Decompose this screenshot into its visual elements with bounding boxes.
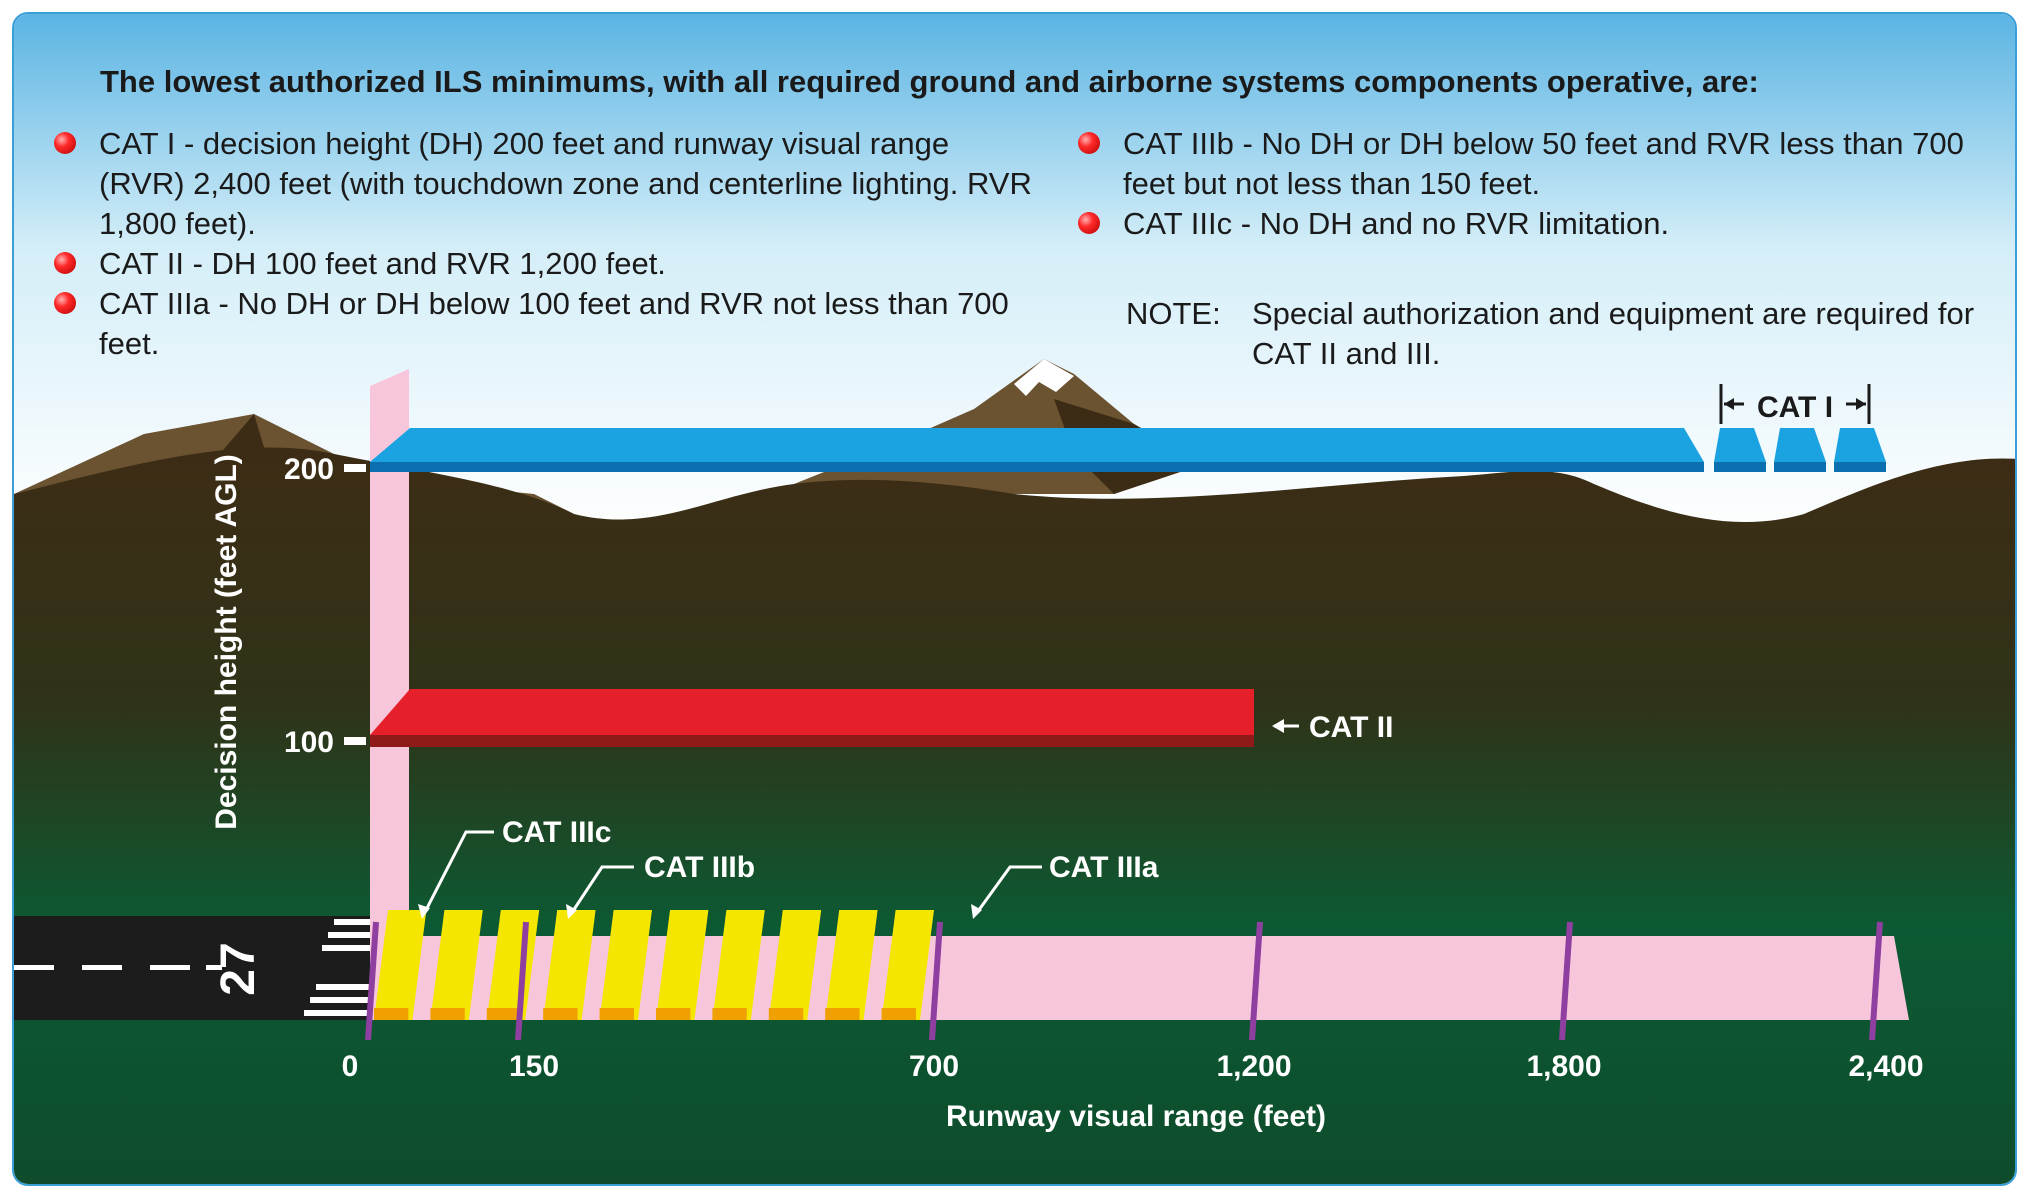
x-tick-label: 150 bbox=[509, 1050, 559, 1083]
bullet-cat3a: CAT IIIa - No DH or DH below 100 feet an… bbox=[14, 284, 1034, 364]
bullet-cat3b: CAT IIIb - No DH or DH below 50 feet and… bbox=[1038, 124, 1998, 204]
bullet-list-left: CAT I - decision height (DH) 200 feet an… bbox=[14, 124, 1034, 364]
runway-number: 27 bbox=[212, 942, 265, 995]
cat3-stripe bbox=[599, 910, 652, 1020]
bullet-cat3c: CAT IIIc - No DH and no RVR limitation. bbox=[1038, 204, 1998, 244]
bullet-list-right: CAT IIIb - No DH or DH below 50 feet and… bbox=[1038, 124, 1998, 244]
cat3-stripe-shadow bbox=[881, 1008, 916, 1020]
cat2-arrow bbox=[1272, 719, 1299, 733]
bullet-dot-icon bbox=[54, 292, 76, 314]
cat3-stripe bbox=[881, 910, 934, 1020]
cat3-stripe bbox=[374, 910, 427, 1020]
cat3a-label: CAT IIIa bbox=[1049, 851, 1159, 884]
cat3-stripe-shadow bbox=[712, 1008, 747, 1020]
cat1-bar-edge bbox=[370, 462, 1704, 472]
mountain-snowcap bbox=[1014, 359, 1074, 396]
cat1-bar-segment bbox=[1834, 428, 1886, 462]
rvr-marker-line bbox=[515, 921, 529, 1041]
bullet-dot-icon bbox=[54, 252, 76, 274]
ils-minimums-diagram: 27 200 100 0 150 700 1,200 1,800 2,400 CAT I CA… bbox=[14, 14, 2015, 1184]
cat3-stripe-shadow bbox=[656, 1008, 691, 1020]
rvr-marker-line bbox=[1249, 921, 1263, 1041]
diagram-frame: 27 200 100 0 150 700 1,200 1,800 2,400 CAT I CA… bbox=[12, 12, 2017, 1186]
cat3-stripe-shadow bbox=[430, 1008, 465, 1020]
cat3-leaders bbox=[418, 830, 1042, 919]
bullet-dot-icon bbox=[1078, 212, 1100, 234]
cat3-stripe-shadow bbox=[543, 1008, 578, 1020]
rvr-zone bbox=[370, 936, 1909, 1020]
chart-marks: 200 100 0 150 700 1,200 1,800 2,400 bbox=[284, 428, 1924, 1083]
threshold-markings bbox=[304, 919, 374, 1016]
bullet-cat1: CAT I - decision height (DH) 200 feet an… bbox=[14, 124, 1034, 244]
cat2-label: CAT II bbox=[1309, 711, 1393, 744]
y-axis-label: Decision height (feet AGL) bbox=[210, 454, 243, 830]
cat1-bar-segment bbox=[1774, 428, 1826, 462]
y-tick-label: 100 bbox=[284, 726, 334, 759]
bullet-cat2: CAT II - DH 100 feet and RVR 1,200 feet. bbox=[14, 244, 1034, 284]
headline: The lowest authorized ILS minimums, with… bbox=[100, 64, 1759, 99]
cat1-label: CAT I bbox=[1757, 391, 1833, 424]
x-tick-label: 0 bbox=[342, 1050, 359, 1083]
vertical-zone bbox=[370, 369, 409, 1020]
rvr-marker-line bbox=[929, 921, 943, 1041]
cat3c-label: CAT IIIc bbox=[502, 816, 611, 849]
cat3-stripe bbox=[656, 910, 709, 1020]
y-tick-label: 200 bbox=[284, 453, 334, 486]
cat3-stripe bbox=[768, 910, 822, 1020]
cat2-bar-edge bbox=[370, 735, 1254, 747]
x-axis-label: Runway visual range (feet) bbox=[946, 1100, 1326, 1133]
cat3-stripe bbox=[825, 910, 878, 1020]
runway-surface bbox=[14, 916, 394, 1020]
cat3-stripe-shadow bbox=[374, 1008, 409, 1020]
x-tick-label: 700 bbox=[909, 1050, 959, 1083]
y-tick-mark bbox=[344, 464, 366, 472]
cat3-stripe-shadow bbox=[486, 1008, 522, 1020]
cat3-stripe bbox=[543, 910, 596, 1020]
x-tick-label: 1,800 bbox=[1526, 1050, 1601, 1083]
bullet-dot-icon bbox=[1078, 132, 1100, 154]
y-tick-mark bbox=[344, 737, 366, 745]
rvr-marker-line bbox=[365, 921, 379, 1041]
cat1-bar-segment-edge bbox=[1834, 462, 1886, 472]
cat1-bar bbox=[370, 428, 1704, 462]
cat3-stripe-shadow bbox=[825, 1008, 860, 1020]
cat1-bar-segment-edge bbox=[1714, 462, 1766, 472]
cat1-bar-segment bbox=[1714, 428, 1766, 462]
x-tick-label: 1,200 bbox=[1216, 1050, 1291, 1083]
cat3b-label: CAT IIIb bbox=[644, 851, 755, 884]
runway-centerline bbox=[14, 965, 222, 970]
cat3-stripe-shadow bbox=[599, 1008, 634, 1020]
ground bbox=[14, 447, 2015, 1184]
rvr-marker-line bbox=[1869, 921, 1883, 1041]
cat1-bar-segment-edge bbox=[1774, 462, 1826, 472]
cat2-bar bbox=[370, 689, 1254, 735]
rvr-marker-line bbox=[1559, 921, 1573, 1041]
note-label: NOTE: bbox=[1126, 296, 1221, 331]
note-text: Special authorization and equipment are … bbox=[1252, 296, 1975, 371]
cat3-stripe bbox=[430, 910, 483, 1020]
bullet-dot-icon bbox=[54, 132, 76, 154]
cat1-bracket bbox=[1719, 384, 1871, 424]
x-tick-label: 2,400 bbox=[1848, 1050, 1923, 1083]
cat3-stripe bbox=[712, 910, 765, 1020]
cat3-stripe-shadow bbox=[768, 1008, 804, 1020]
